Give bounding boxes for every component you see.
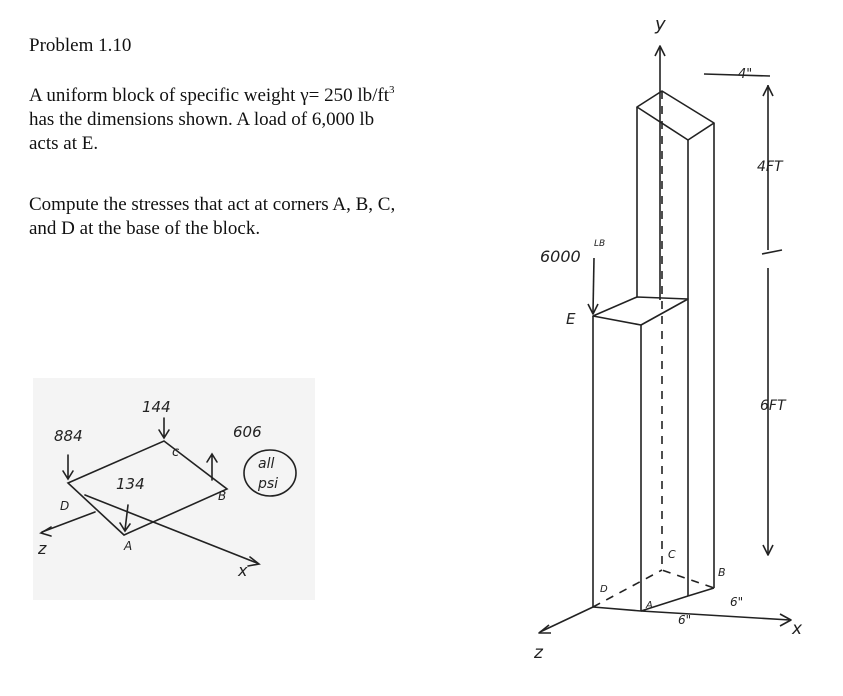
- corner-label-C: c: [172, 445, 179, 460]
- corner-label-D: D: [60, 499, 69, 513]
- z-axis-line: [539, 606, 594, 633]
- corner-label-D: D: [600, 584, 608, 595]
- stress-C-value: 144: [142, 398, 171, 416]
- x-axis-label: x: [237, 561, 248, 580]
- problem-line-5: and D at the base of the block.: [29, 218, 261, 239]
- x-axis-arrowhead: [247, 556, 261, 567]
- hidden-edges: [661, 91, 715, 589]
- dim-width-label: 4": [738, 67, 752, 82]
- base-outline: [66, 440, 229, 536]
- y-axis-label: y: [654, 14, 666, 35]
- dim-lower-height-arrow: [762, 544, 774, 556]
- problem-line-3: acts at E.: [29, 133, 99, 154]
- stress-arrow-C: [158, 417, 170, 440]
- corner-label-B: B: [218, 489, 226, 503]
- load-arrow-head: [587, 303, 599, 315]
- block-figure: [538, 45, 792, 634]
- dim-upper-height-label: 4FT: [757, 159, 784, 175]
- z-axis-label: z: [37, 539, 47, 558]
- problem-title: Problem 1.10: [29, 35, 132, 56]
- z-axis-label: z: [533, 643, 544, 663]
- stress-diagram: [39, 417, 297, 567]
- y-axis-arrowhead: [654, 45, 666, 57]
- hidden-base-edge: [592, 569, 663, 608]
- column-top-face: [636, 90, 715, 141]
- dim-depth-label-a: 6": [678, 613, 691, 627]
- step-top-face: [592, 296, 689, 326]
- units-note-all: all: [258, 456, 274, 472]
- units-circle: [243, 449, 297, 497]
- stress-arrow-D: [62, 454, 74, 481]
- stress-D-value: 884: [54, 427, 83, 445]
- x-axis-line: [640, 610, 791, 621]
- stress-arrow-B: [206, 452, 218, 481]
- problem-line-2: has the dimensions shown. A load of 6,00…: [29, 109, 375, 130]
- load-value: 6000: [540, 247, 581, 266]
- column-bottom-edge: [687, 587, 715, 597]
- stress-arrow-A: [119, 504, 131, 533]
- dim-width-line: [703, 73, 771, 77]
- dim-upper-height-arrow: [762, 85, 774, 97]
- z-axis-arrowhead: [39, 526, 52, 537]
- load-arrow-shaft: [592, 257, 595, 313]
- answer-sketch-background: [33, 378, 315, 600]
- stress-A-value: 134: [116, 475, 145, 493]
- z-axis-line: [41, 511, 96, 533]
- point-E-label: E: [566, 310, 576, 328]
- x-axis-line: [84, 494, 258, 564]
- units-note-psi: psi: [257, 476, 278, 492]
- stress-B-value: 606: [233, 423, 262, 441]
- corner-label-A: A: [123, 539, 132, 553]
- x-axis-label: x: [791, 619, 803, 639]
- x-axis-arrowhead: [779, 613, 792, 627]
- dim-lower-height-label: 6FT: [760, 398, 787, 414]
- corner-label-C: C: [668, 548, 676, 561]
- corner-label-A: A: [645, 600, 653, 611]
- corner-label-B: B: [718, 566, 726, 579]
- problem-line-1: A uniform block of specific weight γ= 25…: [29, 84, 395, 107]
- problem-line-4: Compute the stresses that act at corners…: [29, 194, 396, 215]
- load-unit: LB: [594, 239, 605, 249]
- dim-depth-label-b: 6": [730, 595, 743, 609]
- z-axis-arrowhead: [538, 624, 551, 634]
- dim-mid-tick: [761, 249, 783, 255]
